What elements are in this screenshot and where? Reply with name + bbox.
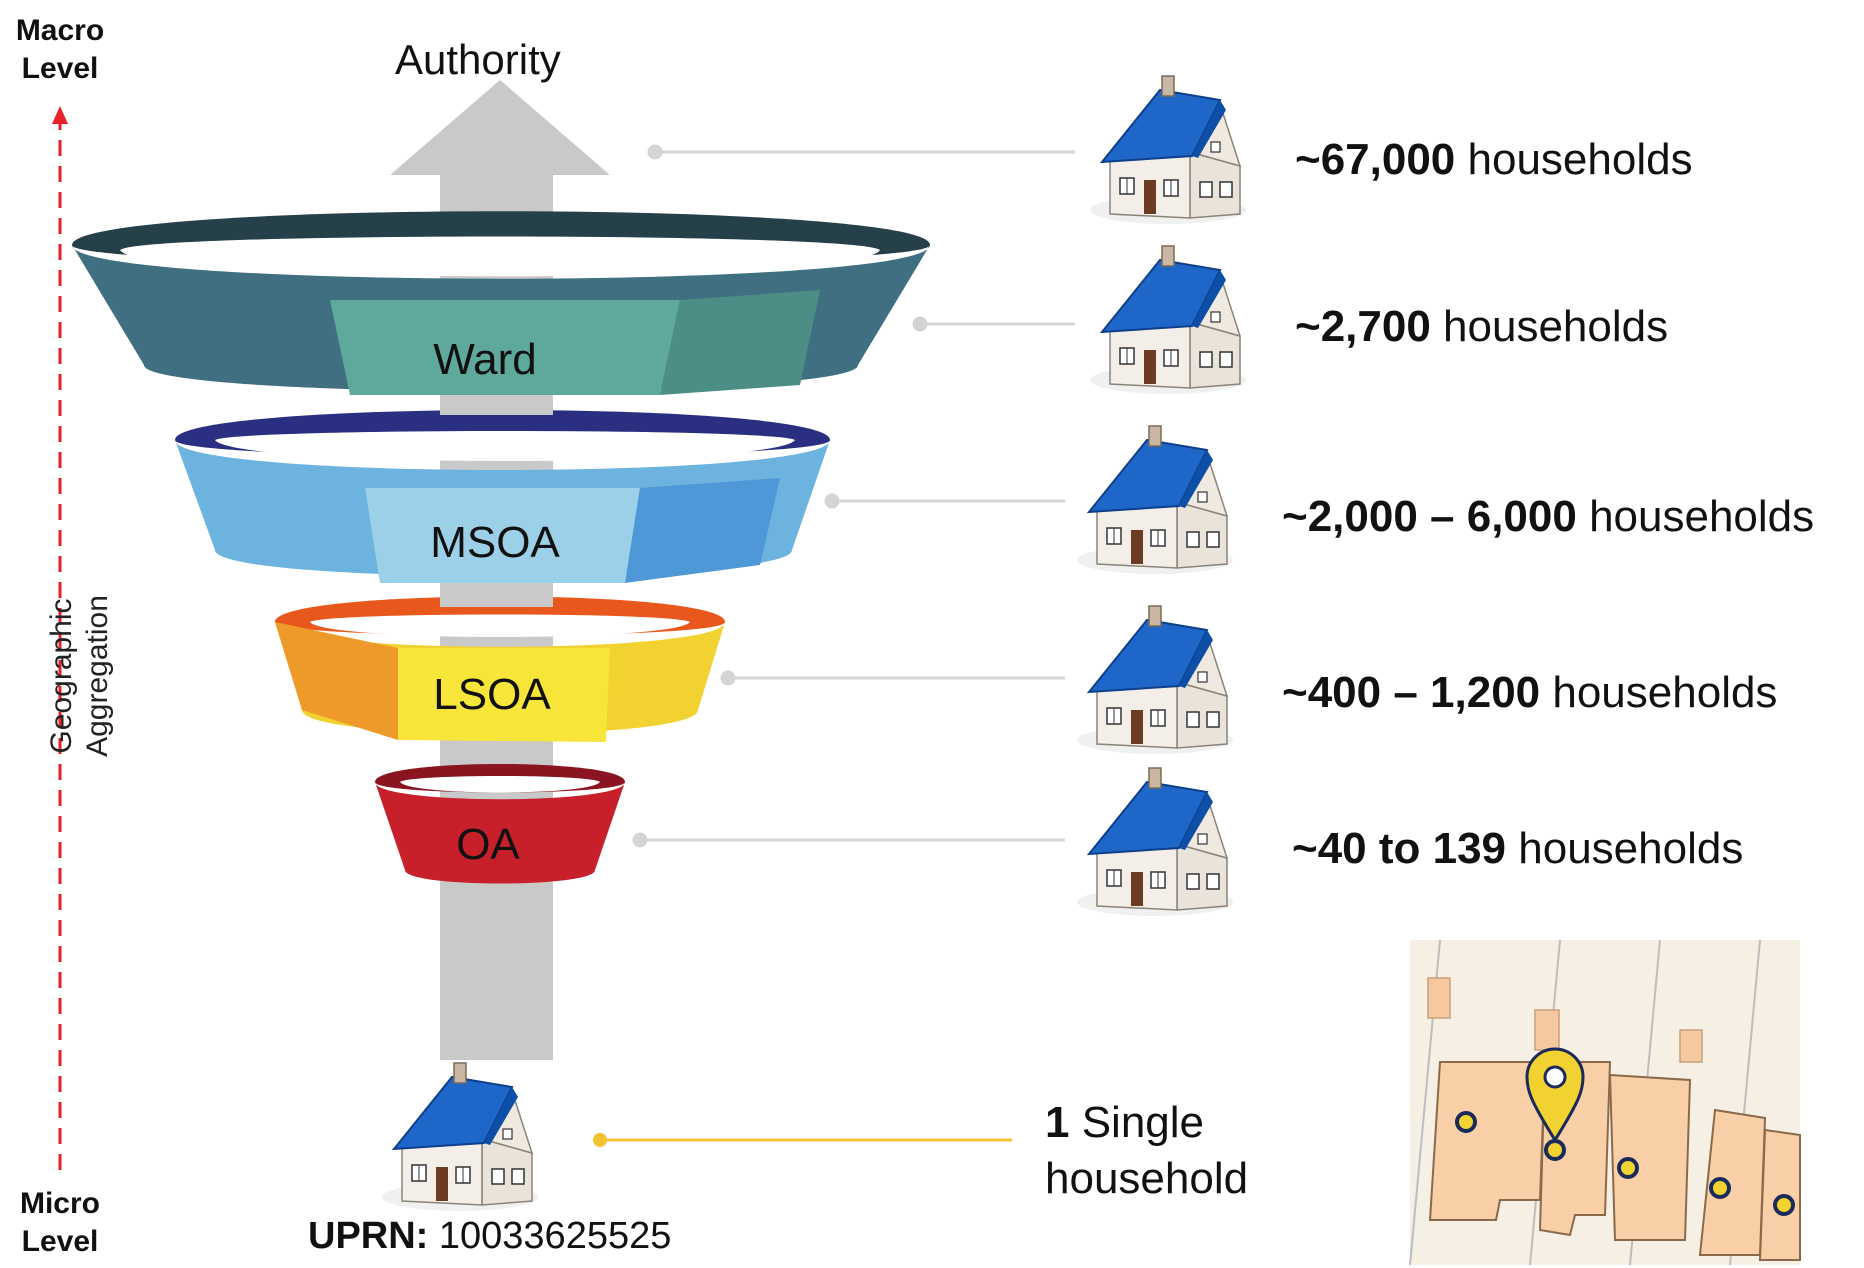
single-connector [593, 1133, 1012, 1147]
level-count-msoa: ~2,000 – 6,000 households [1282, 492, 1815, 541]
lsoa-label: LSOA [433, 670, 551, 719]
level-count-oa: ~40 to 139 households [1292, 824, 1744, 873]
house-icon [1089, 245, 1247, 395]
level-count-lsoa: ~400 – 1,200 households [1282, 668, 1778, 717]
lsoa-band [275, 596, 725, 742]
arrow-up-icon [52, 106, 68, 124]
uprn-label: UPRN: 10033625525 [308, 1215, 672, 1257]
house-icon [381, 1062, 539, 1212]
map-with-pin [1409, 939, 1801, 1266]
msoa-band [175, 410, 830, 583]
house-icon [1076, 425, 1234, 575]
oa-band [375, 764, 625, 884]
oa-label: OA [456, 820, 520, 869]
msoa-label: MSOA [430, 518, 560, 567]
level-count-ward: ~2,700 households [1295, 302, 1669, 351]
house-icon [1089, 75, 1247, 225]
level-count-authority: ~67,000 households [1295, 135, 1693, 184]
single-household-label: 1 Single household [1045, 1098, 1249, 1203]
authority-label: Authority [395, 36, 561, 83]
connector-lines [632, 144, 1075, 848]
map-pin-icon [1525, 1047, 1585, 1143]
house-icon [1076, 767, 1234, 917]
ward-band [72, 211, 930, 395]
aggregation-axis [52, 106, 68, 1170]
house-icon [1076, 605, 1234, 755]
ward-label: Ward [433, 335, 537, 384]
arrow-shaft-overlay [440, 395, 553, 1060]
